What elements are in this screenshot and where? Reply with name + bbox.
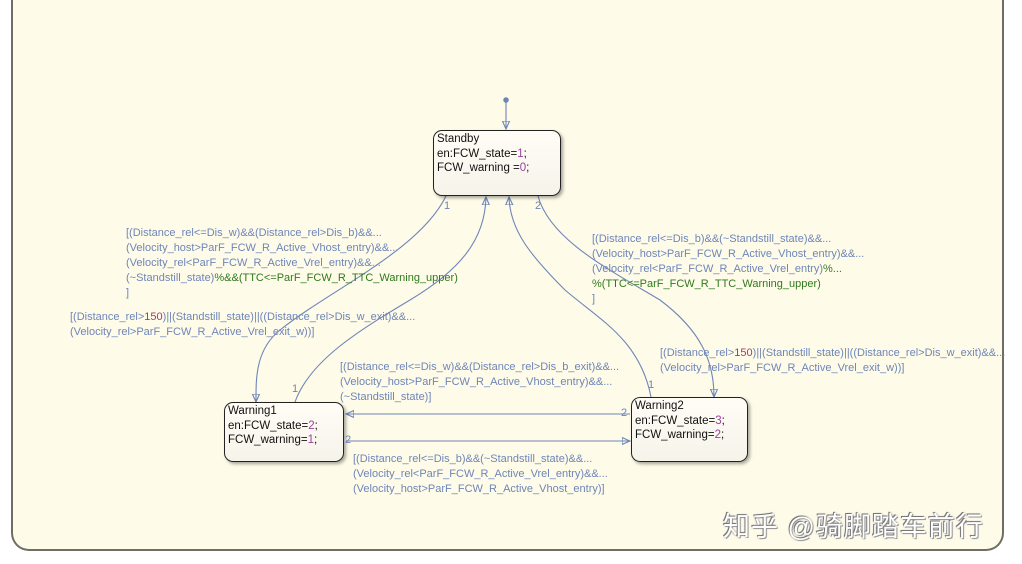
state-warning1[interactable]: Warning1 en:FCW_state=2; FCW_warning=1;	[224, 402, 344, 462]
entry-action: en:FCW_state=1;	[437, 147, 527, 160]
warning-action: FCW_warning=2;	[635, 429, 725, 441]
state-name: Standby	[437, 133, 480, 145]
warning-action: FCW_warning=1;	[228, 434, 318, 446]
label-standby-warning2[interactable]: [(Distance_rel<=Dis_b)&&(~Standstill_sta…	[592, 233, 865, 305]
state-name: Warning2	[635, 400, 684, 412]
label-warning1-warning2[interactable]: [(Distance_rel<=Dis_b)&&(~Standstill_sta…	[353, 453, 608, 495]
priority-warning1-warning2: 2	[345, 434, 352, 446]
warning-action: FCW_warning =0;	[437, 162, 530, 174]
state-name: Warning1	[228, 405, 277, 417]
entry-action: en:FCW_state=2;	[228, 419, 318, 432]
priority-warning1-standby: 1	[292, 383, 299, 395]
entry-action: en:FCW_state=3;	[635, 414, 725, 427]
watermark: 知乎 @骑脚踏车前行	[723, 512, 984, 542]
priority-standby-warning2: 2	[535, 200, 542, 212]
priority-warning2-standby: 1	[648, 379, 655, 391]
priority-standby-warning1: 1	[444, 200, 451, 212]
priority-warning2-warning1: 2	[621, 407, 628, 419]
label-warning2-warning1[interactable]: [(Distance_rel<=Dis_w)&&(Distance_rel>Di…	[340, 361, 620, 403]
state-warning2[interactable]: Warning2 en:FCW_state=3; FCW_warning=2;	[631, 397, 748, 462]
label-warning1-standby[interactable]: [(Distance_rel>150)||(Standstill_state)|…	[70, 311, 416, 338]
chart-canvas	[11, 0, 1004, 551]
state-standby[interactable]: Standby en:FCW_state=1; FCW_warning =0;	[433, 130, 561, 196]
label-standby-warning1[interactable]: [(Distance_rel<=Dis_w)&&(Distance_rel>Di…	[126, 227, 458, 299]
label-warning2-standby[interactable]: [(Distance_rel>150)||(Standstill_state)|…	[660, 347, 1006, 374]
